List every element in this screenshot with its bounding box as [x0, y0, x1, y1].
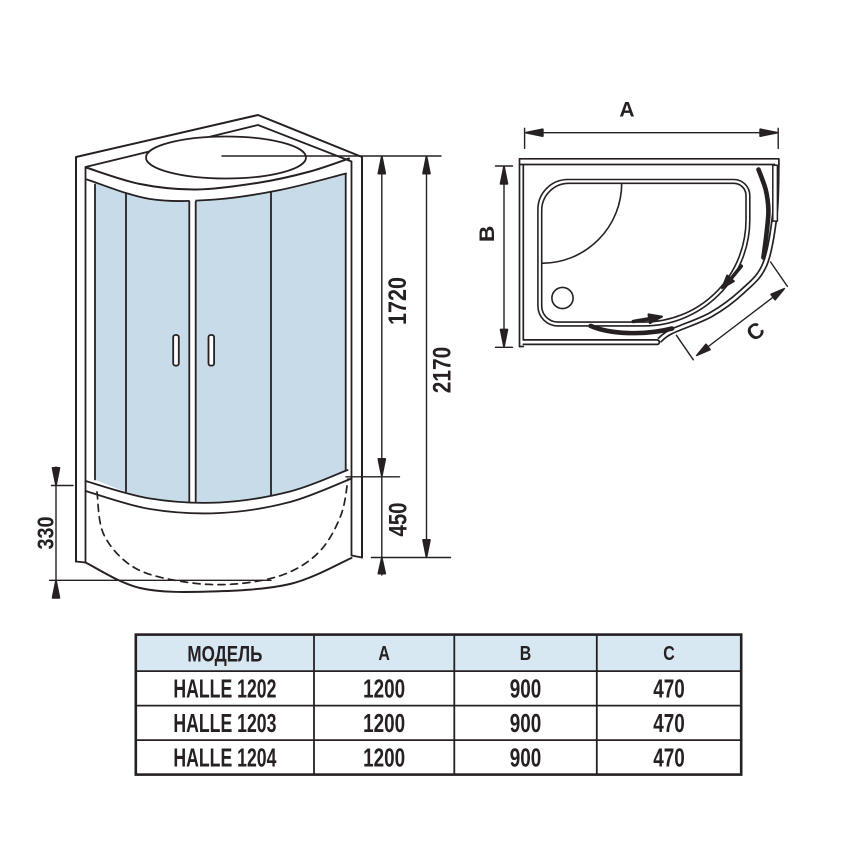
svg-text:МОДЕЛЬ: МОДЕЛЬ — [187, 641, 262, 666]
svg-text:450: 450 — [385, 503, 413, 537]
svg-text:HALLE 1203: HALLE 1203 — [173, 710, 276, 738]
svg-text:470: 470 — [653, 710, 685, 738]
svg-text:A: A — [378, 643, 390, 665]
svg-text:2170: 2170 — [429, 347, 457, 394]
svg-text:470: 470 — [653, 676, 685, 704]
svg-text:330: 330 — [33, 517, 59, 550]
svg-text:C: C — [663, 643, 675, 665]
svg-text:1720: 1720 — [384, 277, 412, 325]
svg-text:A: A — [619, 99, 634, 122]
svg-text:1200: 1200 — [363, 745, 405, 773]
svg-text:900: 900 — [510, 676, 542, 704]
svg-text:HALLE 1202: HALLE 1202 — [173, 676, 276, 704]
svg-text:B: B — [520, 643, 532, 665]
svg-text:900: 900 — [510, 745, 542, 773]
svg-text:HALLE 1204: HALLE 1204 — [173, 745, 277, 773]
svg-text:470: 470 — [653, 745, 685, 773]
svg-text:1200: 1200 — [363, 710, 405, 738]
svg-text:1200: 1200 — [363, 676, 405, 704]
svg-text:900: 900 — [510, 710, 542, 738]
svg-text:B: B — [476, 226, 499, 243]
